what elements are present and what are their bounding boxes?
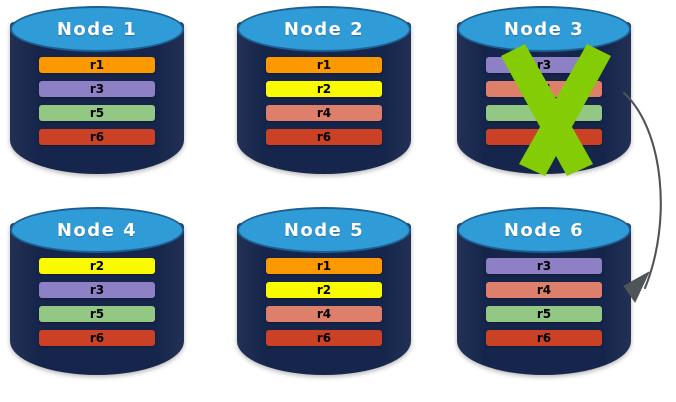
record-bar-r4[interactable]: r4 bbox=[486, 81, 602, 97]
node-5-top-ellipse bbox=[237, 207, 411, 253]
record-bar-r6[interactable]: r6 bbox=[39, 330, 155, 346]
node-4-top-ellipse bbox=[10, 207, 184, 253]
node-1-top-ellipse bbox=[10, 6, 184, 52]
record-bar-r6[interactable]: r6 bbox=[486, 129, 602, 145]
record-bar-r5[interactable]: r5 bbox=[486, 306, 602, 322]
node-5-label: Node 5 bbox=[283, 219, 365, 241]
record-bar-r4[interactable]: r4 bbox=[486, 282, 602, 298]
record-bar-r6[interactable]: r6 bbox=[266, 129, 382, 145]
record-bar-r5[interactable]: r5 bbox=[39, 306, 155, 322]
node-2-top-ellipse bbox=[237, 6, 411, 52]
node-2-cylinder[interactable]: Node 2 r1 r2 r4 r6 bbox=[229, 2, 419, 184]
node-3-cylinder[interactable]: Node 3 r3 r4 r5 r6 bbox=[449, 2, 639, 184]
node-4-label: Node 4 bbox=[56, 219, 138, 241]
record-bar-r3[interactable]: r3 bbox=[486, 258, 602, 274]
node-3-record-list: r3 r4 r5 r6 bbox=[486, 57, 602, 145]
node-1-cylinder[interactable]: Node 1 r1 r3 r5 r6 bbox=[2, 2, 192, 184]
record-bar-r1[interactable]: r1 bbox=[266, 57, 382, 73]
record-bar-r6[interactable]: r6 bbox=[486, 330, 602, 346]
record-bar-r4[interactable]: r4 bbox=[266, 306, 382, 322]
node-5-record-list: r1 r2 r4 r6 bbox=[266, 258, 382, 346]
record-bar-r2[interactable]: r2 bbox=[266, 282, 382, 298]
node-2-label: Node 2 bbox=[283, 18, 365, 40]
record-bar-r6[interactable]: r6 bbox=[39, 129, 155, 145]
record-bar-r3[interactable]: r3 bbox=[39, 282, 155, 298]
node-1-label: Node 1 bbox=[56, 18, 138, 40]
node-6-top-ellipse bbox=[457, 207, 631, 253]
node-6-record-list: r3 r4 r5 r6 bbox=[486, 258, 602, 346]
record-bar-r4[interactable]: r4 bbox=[266, 105, 382, 121]
node-6-label: Node 6 bbox=[503, 219, 585, 241]
record-bar-r1[interactable]: r1 bbox=[39, 57, 155, 73]
record-bar-r6[interactable]: r6 bbox=[266, 330, 382, 346]
record-bar-r5[interactable]: r5 bbox=[39, 105, 155, 121]
record-bar-r1[interactable]: r1 bbox=[266, 258, 382, 274]
node-5-cylinder[interactable]: Node 5 r1 r2 r4 r6 bbox=[229, 203, 419, 385]
record-bar-r2[interactable]: r2 bbox=[39, 258, 155, 274]
node-4-record-list: r2 r3 r5 r6 bbox=[39, 258, 155, 346]
node-6-cylinder[interactable]: Node 6 r3 r4 r5 r6 bbox=[449, 203, 639, 385]
node-4-cylinder[interactable]: Node 4 r2 r3 r5 r6 bbox=[2, 203, 192, 385]
record-bar-r3[interactable]: r3 bbox=[39, 81, 155, 97]
node-1-record-list: r1 r3 r5 r6 bbox=[39, 57, 155, 145]
record-bar-r5[interactable]: r5 bbox=[486, 105, 602, 121]
record-bar-r2[interactable]: r2 bbox=[266, 81, 382, 97]
record-bar-r3[interactable]: r3 bbox=[486, 57, 602, 73]
node-3-label: Node 3 bbox=[503, 18, 585, 40]
node-2-record-list: r1 r2 r4 r6 bbox=[266, 57, 382, 145]
